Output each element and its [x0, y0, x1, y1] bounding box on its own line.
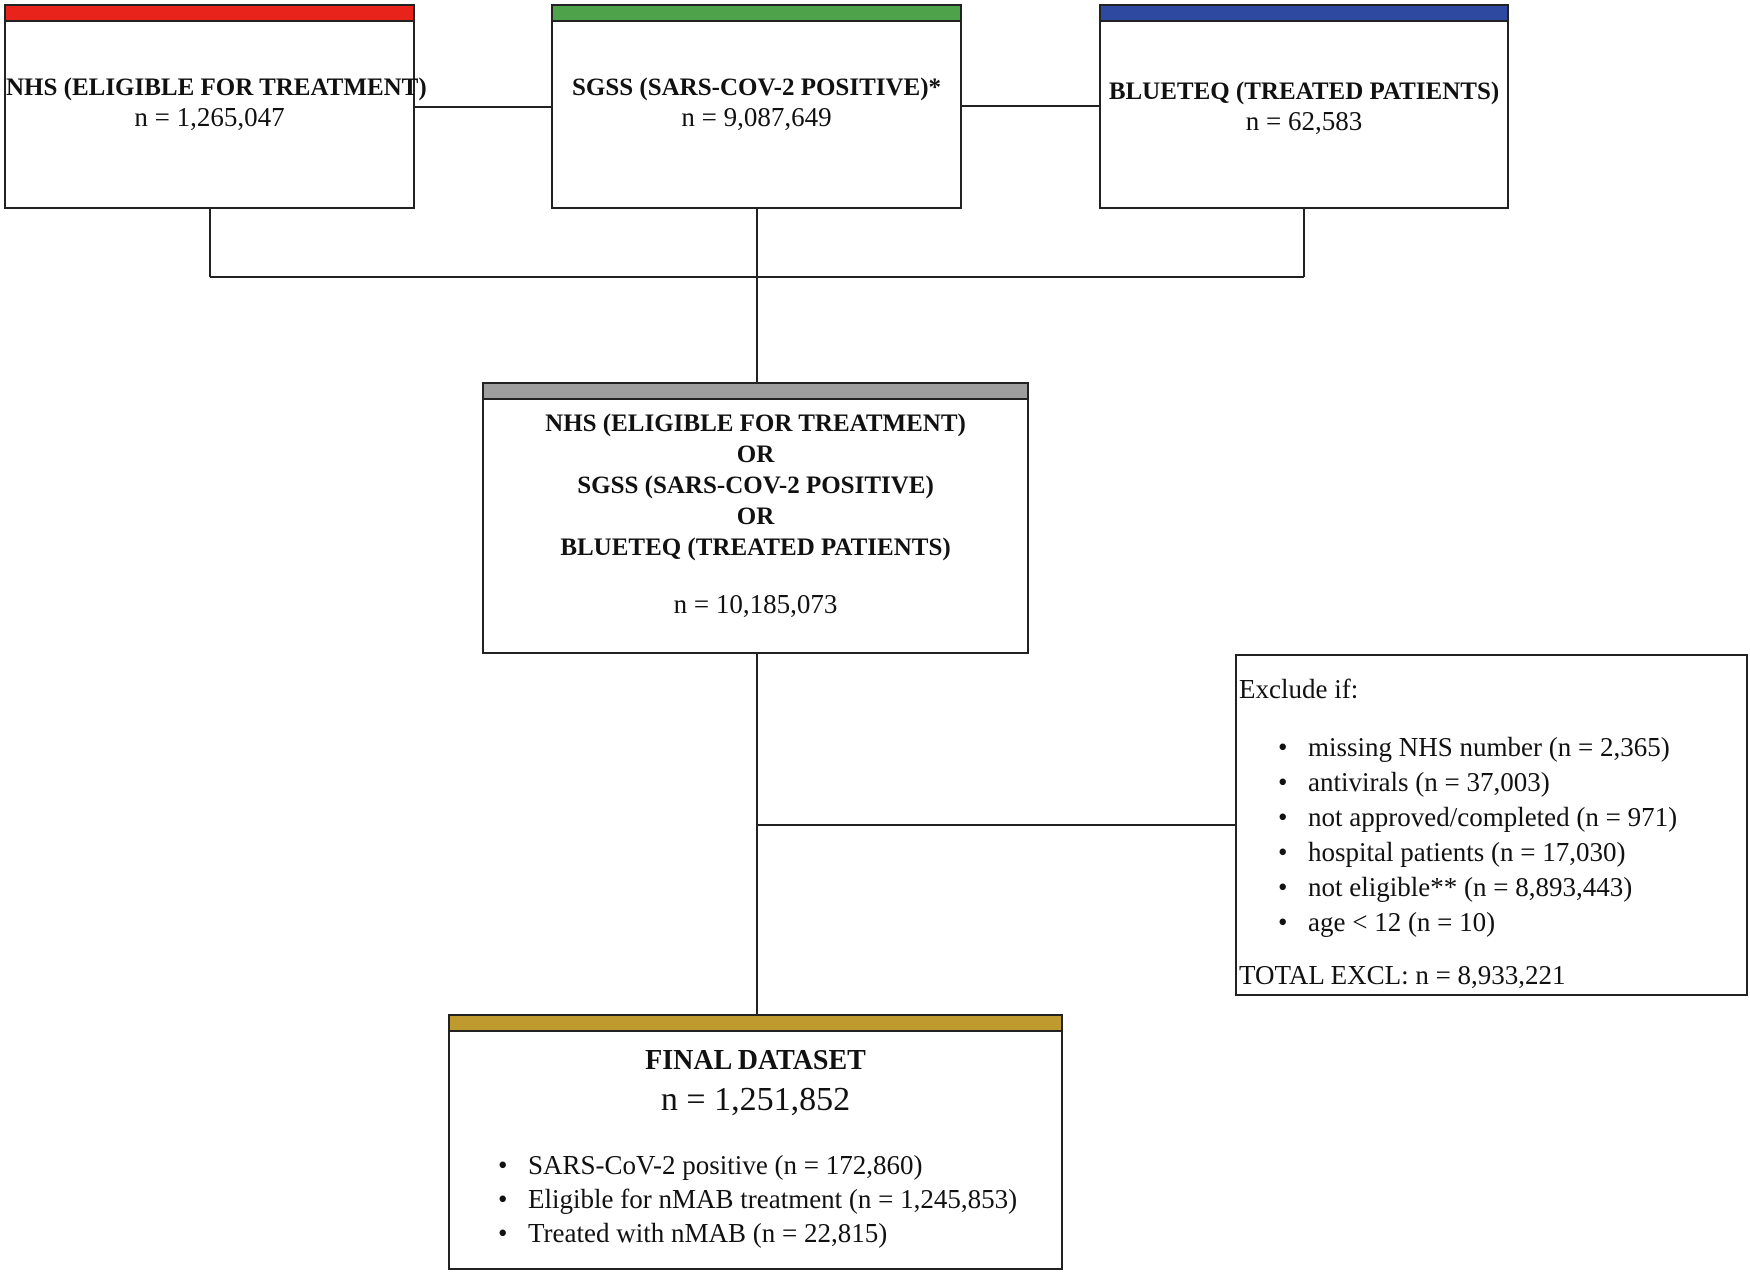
exclusion-list: missing NHS number (n = 2,365) antiviral… — [1278, 730, 1677, 940]
final-dataset-item: SARS-CoV-2 positive (n = 172,860) — [498, 1148, 1017, 1182]
exclusion-total: TOTAL EXCL: n = 8,933,221 — [1239, 960, 1566, 990]
combined-line-2: OR — [736, 441, 775, 468]
combined-line-3: SGSS (SARS-COV-2 POSITIVE) — [577, 472, 934, 499]
combined-box: NHS (ELIGIBLE FOR TREATMENT) OR SGSS (SA… — [482, 382, 1029, 654]
nhs-source-title: NHS (ELIGIBLE FOR TREATMENT) — [6, 74, 427, 101]
blueteq-source-title: BLUETEQ (TREATED PATIENTS) — [1108, 78, 1500, 105]
final-dataset-item: Eligible for nMAB treatment (n = 1,245,8… — [498, 1182, 1017, 1216]
combined-line-1: NHS (ELIGIBLE FOR TREATMENT) — [545, 410, 966, 437]
nhs-source-count: n = 1,265,047 — [134, 102, 285, 132]
nhs-color-bar — [6, 6, 413, 22]
exclusion-item: not eligible** (n = 8,893,443) — [1278, 870, 1677, 905]
combined-line-4: OR — [736, 503, 775, 530]
blueteq-source-box: BLUETEQ (TREATED PATIENTS) n = 62,583 — [1099, 4, 1509, 209]
exclusion-item: hospital patients (n = 17,030) — [1278, 835, 1677, 870]
combined-color-bar — [484, 384, 1027, 400]
exclusion-item: antivirals (n = 37,003) — [1278, 765, 1677, 800]
sgss-source-box: SGSS (SARS-COV-2 POSITIVE)* n = 9,087,64… — [551, 4, 962, 209]
combined-line-5: BLUETEQ (TREATED PATIENTS) — [560, 534, 951, 561]
combined-count: n = 10,185,073 — [673, 589, 838, 619]
final-color-bar — [450, 1016, 1061, 1032]
nhs-source-box: NHS (ELIGIBLE FOR TREATMENT) n = 1,265,0… — [4, 4, 427, 209]
final-dataset-count: n = 1,251,852 — [660, 1081, 851, 1118]
sgss-source-count: n = 9,087,649 — [681, 102, 832, 132]
blueteq-source-count: n = 62,583 — [1245, 106, 1363, 136]
sgss-color-bar — [553, 6, 960, 22]
exclusion-box: Exclude if: missing NHS number (n = 2,36… — [1235, 654, 1748, 996]
blueteq-color-bar — [1101, 6, 1507, 22]
exclusion-item: missing NHS number (n = 2,365) — [1278, 730, 1677, 765]
final-dataset-list: SARS-CoV-2 positive (n = 172,860) Eligib… — [498, 1148, 1017, 1250]
final-dataset-title: FINAL DATASET — [645, 1045, 866, 1076]
exclusion-heading: Exclude if: — [1239, 674, 1359, 704]
final-dataset-box: FINAL DATASET n = 1,251,852 SARS-CoV-2 p… — [448, 1014, 1063, 1270]
final-dataset-item: Treated with nMAB (n = 22,815) — [498, 1216, 1017, 1250]
sgss-source-title: SGSS (SARS-COV-2 POSITIVE)* — [571, 74, 942, 101]
exclusion-item: not approved/completed (n = 971) — [1278, 800, 1677, 835]
exclusion-item: age < 12 (n = 10) — [1278, 905, 1677, 940]
